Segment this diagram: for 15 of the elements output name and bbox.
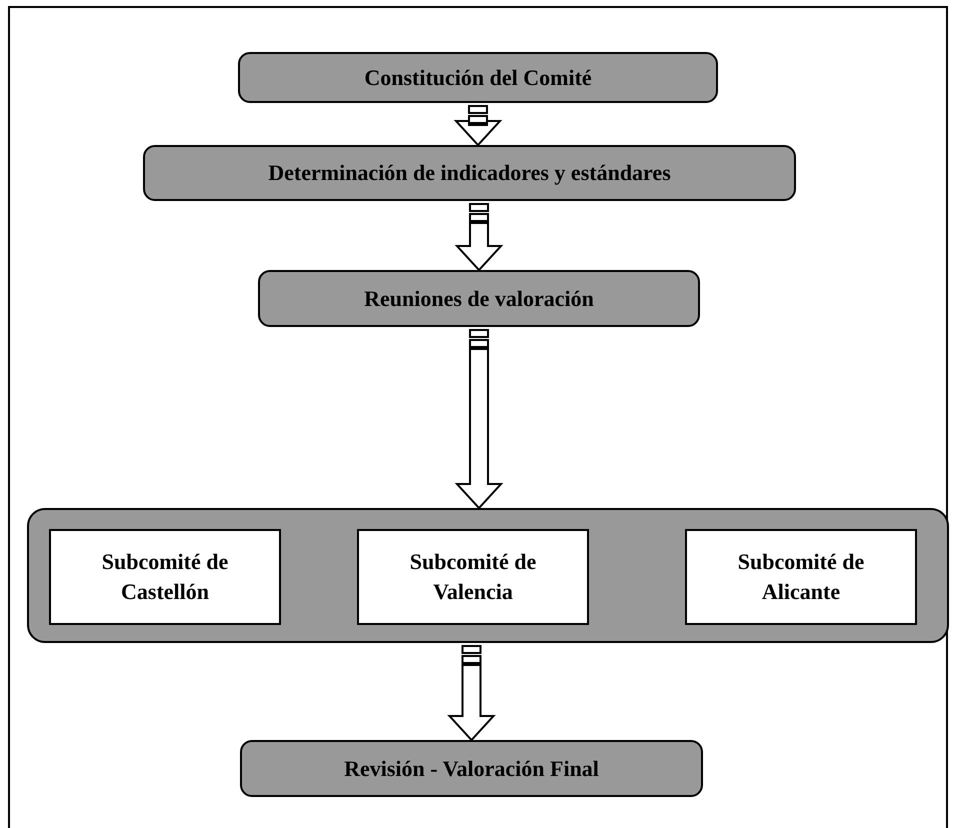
subcommittee-box bbox=[685, 529, 917, 625]
subcommittee-box bbox=[49, 529, 281, 625]
process-box bbox=[143, 145, 796, 201]
subcommittee-box bbox=[357, 529, 589, 625]
process-box bbox=[240, 740, 703, 797]
box-label: Revisión - Valoración Final bbox=[343, 754, 600, 782]
box-label: Reuniones de valoración bbox=[363, 284, 595, 312]
box-label: Constitución del Comité bbox=[363, 64, 593, 92]
process-box bbox=[258, 270, 700, 327]
box-label: Subcomité de Valencia bbox=[408, 548, 538, 606]
group-box bbox=[27, 508, 949, 643]
box-label: Subcomité de Castellón bbox=[100, 548, 230, 606]
process-box bbox=[238, 52, 718, 103]
box-label: Determinación de indicadores y estándares bbox=[267, 159, 672, 187]
box-label: Subcomité de Alicante bbox=[736, 548, 866, 606]
